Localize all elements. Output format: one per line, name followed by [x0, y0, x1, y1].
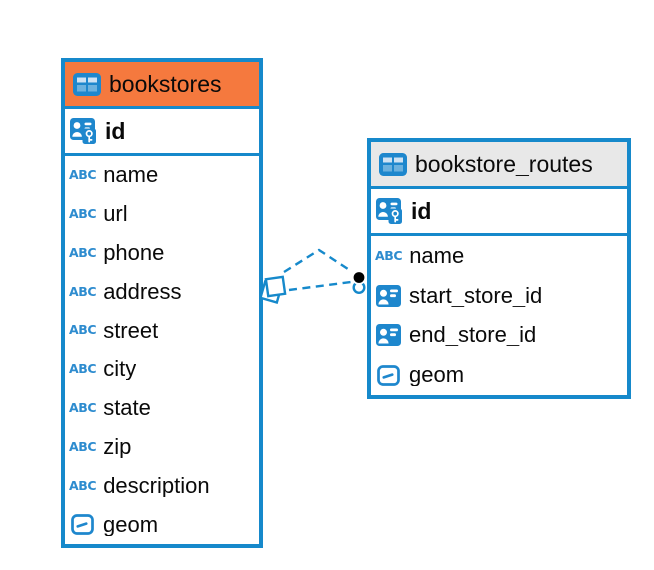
column-row-id[interactable]: id: [65, 109, 259, 156]
text-type-icon: ABC: [69, 244, 97, 260]
column-row-name[interactable]: ABC name: [65, 156, 259, 195]
text-type-icon: ABC: [69, 361, 97, 377]
column-row-zip[interactable]: ABC zip: [65, 428, 259, 467]
text-type-icon: ABC: [69, 205, 97, 221]
table-bookstore-routes-header[interactable]: bookstore_routes: [371, 142, 627, 189]
column-row-geom[interactable]: geom: [371, 355, 627, 395]
table-title: bookstores: [109, 72, 222, 96]
text-type-icon: ABC: [69, 477, 97, 493]
relationship-line-lower[interactable]: [288, 280, 352, 292]
text-type-icon: ABC: [69, 167, 97, 183]
column-name: geom: [103, 513, 159, 536]
text-type-icon: ABC: [69, 283, 97, 299]
column-name: state: [103, 397, 151, 420]
column-name: start_store_id: [409, 284, 543, 307]
column-row-geom[interactable]: geom: [65, 505, 259, 544]
text-type-icon: ABC: [375, 247, 403, 263]
text-type-icon: ABC: [69, 322, 97, 338]
primary-key-icon: [70, 118, 97, 145]
column-name: description: [103, 474, 210, 497]
column-row-start-store-id[interactable]: start_store_id: [371, 276, 627, 316]
text-type-icon: ABC: [69, 399, 97, 415]
column-row-address[interactable]: ABC address: [65, 272, 259, 311]
primary-key-icon: [376, 198, 403, 225]
column-name: phone: [103, 241, 165, 264]
geometry-type-icon: [69, 514, 96, 535]
relationship-target-marker-dot[interactable]: [351, 270, 367, 295]
column-name: name: [409, 244, 465, 267]
column-row-phone[interactable]: ABC phone: [65, 234, 259, 273]
column-name: street: [103, 319, 159, 342]
column-name: zip: [103, 435, 132, 458]
table-bookstores[interactable]: bookstores id ABC name ABC url ABC phone…: [61, 58, 263, 548]
column-name: id: [105, 119, 126, 143]
column-row-end-store-id[interactable]: end_store_id: [371, 316, 627, 356]
column-row-description[interactable]: ABC description: [65, 466, 259, 505]
foreign-key-icon: [375, 285, 402, 307]
column-row-street[interactable]: ABC street: [65, 311, 259, 350]
column-name: id: [411, 199, 432, 223]
foreign-key-icon: [375, 324, 402, 346]
table-title: bookstore_routes: [415, 152, 593, 176]
column-name: address: [103, 280, 182, 303]
table-icon: [73, 73, 101, 96]
column-name: url: [103, 203, 128, 226]
text-type-icon: ABC: [69, 438, 97, 454]
relationship-source-marker-double-square[interactable]: [259, 275, 287, 304]
column-name: name: [103, 164, 159, 187]
table-bookstores-header[interactable]: bookstores: [65, 62, 259, 109]
relationship-line-upper[interactable]: [283, 248, 352, 274]
table-bookstore-routes[interactable]: bookstore_routes id ABC name start_store…: [367, 138, 631, 399]
geometry-type-icon: [375, 365, 402, 386]
column-name: end_store_id: [409, 324, 537, 347]
table-icon: [379, 153, 407, 176]
column-row-city[interactable]: ABC city: [65, 350, 259, 389]
column-name: geom: [409, 364, 465, 387]
column-row-url[interactable]: ABC url: [65, 195, 259, 234]
column-row-id[interactable]: id: [371, 189, 627, 236]
column-row-name[interactable]: ABC name: [371, 236, 627, 276]
column-row-state[interactable]: ABC state: [65, 389, 259, 428]
column-name: city: [103, 358, 137, 381]
